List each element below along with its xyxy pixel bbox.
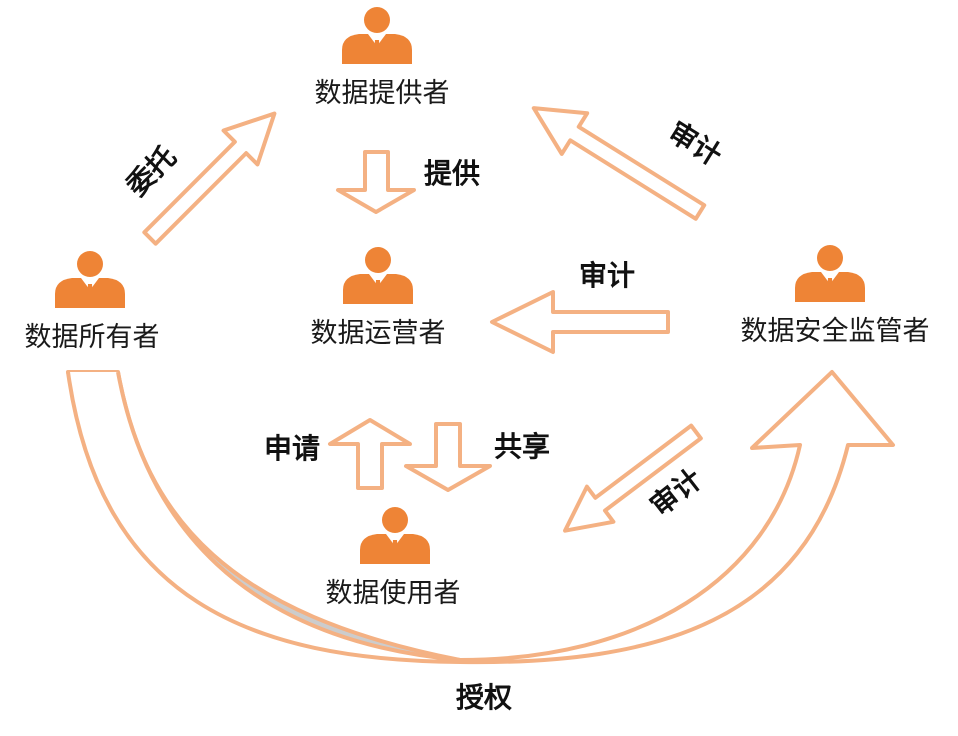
provide-arrow — [336, 150, 416, 214]
authorize-curve-arrow — [66, 370, 895, 665]
operator-person-icon — [343, 247, 413, 304]
audit-operator-label: 审计 — [579, 259, 635, 292]
user-label: 数据使用者 — [326, 578, 461, 609]
regulator-label: 数据安全监管者 — [741, 316, 930, 347]
audit-operator-arrow — [490, 290, 670, 354]
entrust-label: 委托 — [119, 140, 183, 204]
entrust-arrow — [142, 111, 277, 246]
authorize-label: 授权 — [456, 681, 512, 714]
apply-arrow — [328, 418, 412, 490]
owner-label: 数据所有者 — [25, 322, 160, 353]
user-person-icon — [360, 507, 430, 564]
audit-provider-arrow — [531, 106, 707, 221]
apply-label: 申请 — [264, 432, 320, 465]
share-label: 共享 — [494, 430, 550, 463]
share-arrow — [404, 422, 492, 492]
audit-provider-label: 审计 — [663, 115, 728, 173]
provider-label: 数据提供者 — [315, 78, 450, 109]
operator-label: 数据运营者 — [311, 318, 446, 349]
regulator-person-icon — [795, 245, 865, 302]
provide-label: 提供 — [424, 157, 480, 190]
owner-person-icon — [55, 251, 125, 308]
audit-user-arrow — [563, 423, 703, 533]
provider-person-icon — [342, 7, 412, 64]
